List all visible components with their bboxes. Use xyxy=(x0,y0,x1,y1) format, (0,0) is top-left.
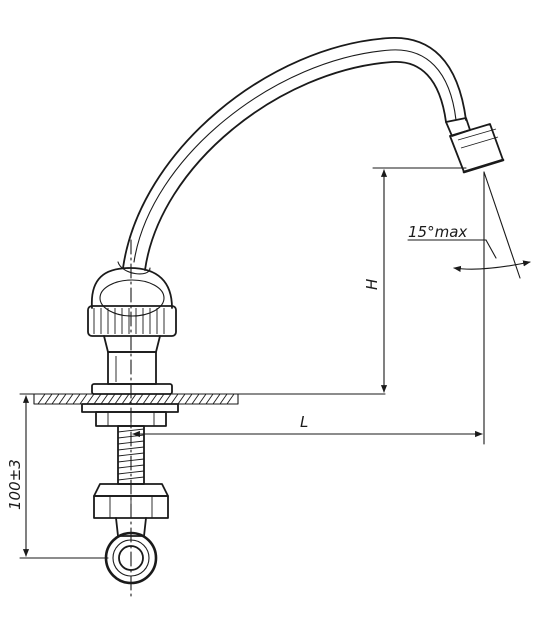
deck-hatch-line xyxy=(93,393,102,405)
deck-hatch-line xyxy=(44,393,53,405)
deck-hatch-line xyxy=(149,393,158,405)
dimension-stem-length: 100±3 xyxy=(6,395,109,559)
deck-hatch-line xyxy=(65,393,74,405)
dimension-height: H xyxy=(363,167,467,393)
aerator-outlet xyxy=(462,158,505,174)
deck-hatch-line xyxy=(128,393,137,405)
deck-hatch-line xyxy=(58,393,67,405)
deck-hatching xyxy=(37,393,235,405)
deck-hatch-line xyxy=(198,393,207,405)
deck-hatch-line xyxy=(121,393,130,405)
deck-hatch-line xyxy=(212,393,221,405)
deck-hatch-line xyxy=(177,393,186,405)
dimension-length: L xyxy=(132,171,485,445)
spout-outer-edge xyxy=(122,37,467,269)
body-base-flange xyxy=(91,383,173,395)
aerator-body xyxy=(449,123,504,173)
deck-hatch-line xyxy=(107,393,116,405)
deck-hatch-line xyxy=(163,393,172,405)
lock-nut xyxy=(81,403,179,427)
aerator xyxy=(445,117,505,174)
handle-nut xyxy=(87,267,177,353)
faucet-body xyxy=(91,351,173,395)
thread-line xyxy=(117,446,145,451)
deck-hatch-line xyxy=(114,393,123,405)
deck-hatch-line xyxy=(142,393,151,405)
deck-hatch-line xyxy=(79,393,88,405)
handle-knurled-band xyxy=(87,305,177,337)
angle-tilt-line xyxy=(483,171,521,279)
height-label: H xyxy=(363,279,381,290)
angle-leader-pointer xyxy=(485,239,497,259)
thread-line xyxy=(117,476,145,481)
deck-hatch-line xyxy=(86,393,95,405)
deck-hatch-line xyxy=(219,393,228,405)
spout-inner-edge xyxy=(144,61,447,271)
body-column xyxy=(107,351,157,385)
spout-highlight-line xyxy=(133,49,457,263)
thread-line xyxy=(117,428,145,433)
deck-hatch-line xyxy=(170,393,179,405)
deck-hatch-line xyxy=(184,393,193,405)
deck-hatch-line xyxy=(100,393,109,405)
deck-hatch-line xyxy=(51,393,60,405)
deck-hatch-line xyxy=(226,393,235,405)
thread-line xyxy=(117,452,145,457)
stem-length-label: 100±3 xyxy=(6,459,24,510)
aerator-ring-2 xyxy=(460,136,499,149)
handle-dome-highlight xyxy=(99,279,165,317)
knurl-lines xyxy=(93,308,165,334)
length-label: L xyxy=(300,413,308,431)
deck-hatch-line xyxy=(72,393,81,405)
deck-hatch-line xyxy=(37,393,46,405)
handle-lower-neck xyxy=(103,335,161,353)
deck-hatch-line xyxy=(191,393,200,405)
mounting-deck xyxy=(19,393,386,405)
thread-line xyxy=(117,470,145,475)
dimension-angle: 15°max xyxy=(407,171,531,279)
angle-label: 15°max xyxy=(408,223,467,241)
deck-hatch-line xyxy=(135,393,144,405)
washer xyxy=(81,403,179,413)
handle-top-dome xyxy=(91,267,173,309)
deck-hatch-line xyxy=(205,393,214,405)
spout xyxy=(117,37,467,275)
aerator-ring-1 xyxy=(457,128,497,141)
deck-hatch-line xyxy=(156,393,165,405)
angle-arc xyxy=(453,260,531,273)
